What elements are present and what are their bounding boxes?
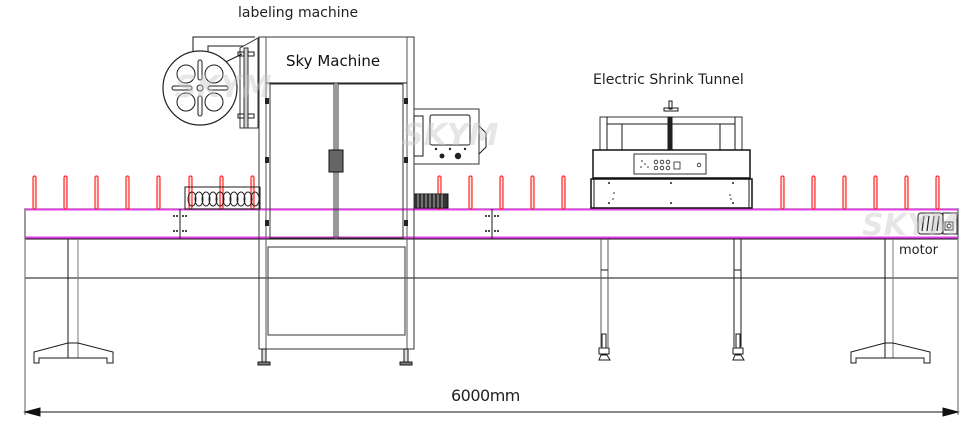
machine-brand-panel: Sky Machine — [286, 52, 381, 70]
motor-label: motor — [899, 243, 939, 258]
dimension-label: 6000mm — [451, 386, 520, 405]
dimension-line — [23, 407, 960, 417]
labeling-machine — [162, 36, 487, 366]
watermark-3: SKYM — [862, 208, 959, 243]
motor — [917, 212, 958, 235]
watermark-2: SKYM — [402, 118, 499, 153]
conveyor-stand-left — [33, 239, 114, 364]
screw-feeder — [184, 186, 261, 210]
labeling-machine-title: labeling machine — [238, 5, 359, 21]
shrink-tunnel — [590, 100, 753, 361]
output-screw — [413, 193, 449, 209]
bottle-guide-posts — [32, 175, 940, 210]
conveyor — [24, 208, 959, 415]
watermark-1: SKYM — [175, 70, 272, 105]
conveyor-stand-right — [850, 239, 931, 364]
shrink-tunnel-title: Electric Shrink Tunnel — [593, 72, 744, 88]
